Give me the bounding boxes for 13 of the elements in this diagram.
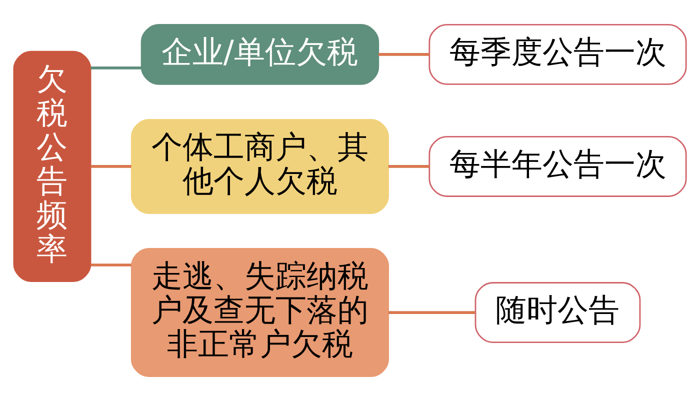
node-box: 每半年公告一次 <box>428 136 687 197</box>
node-box: 欠税公告频率 <box>13 50 92 282</box>
node-box: 企业/单位欠税 <box>140 24 380 85</box>
connector <box>388 311 476 314</box>
node-box: 走逃、失踪纳税户及查无下落的非正常户欠税 <box>130 248 389 378</box>
connector <box>388 165 430 168</box>
connector <box>90 264 132 266</box>
connector <box>90 66 142 70</box>
node-box: 个体工商户、其他个人欠税 <box>130 118 389 214</box>
node-box: 随时公告 <box>474 282 641 343</box>
connector <box>90 165 132 168</box>
connector <box>378 53 430 56</box>
node-box: 每季度公告一次 <box>428 24 687 85</box>
